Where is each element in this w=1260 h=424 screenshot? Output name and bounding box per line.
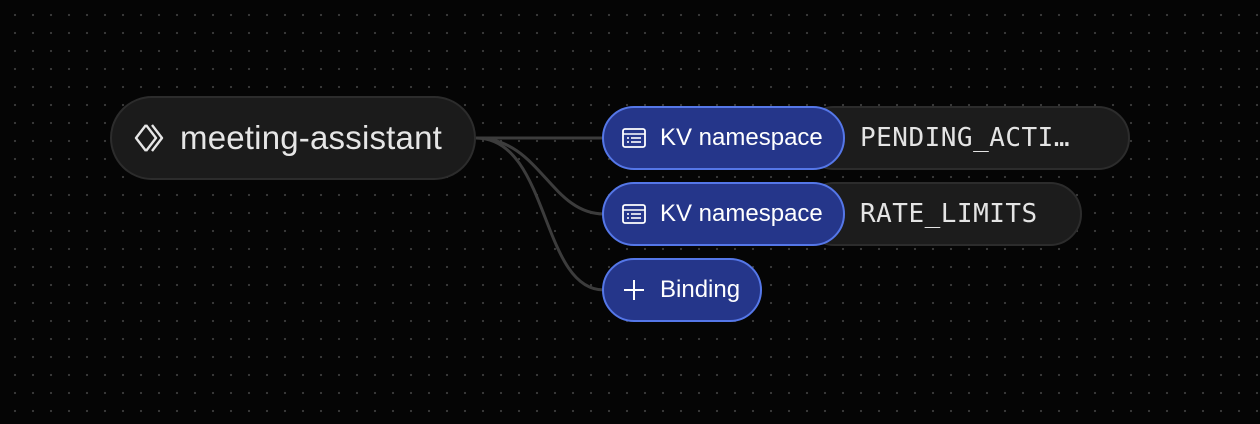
binding-type-pill[interactable]: KV namespace <box>602 182 845 246</box>
binding-name: PENDING_ACTI… <box>860 123 1070 153</box>
binding-row-rate-limits[interactable]: KV namespace RATE_LIMITS <box>602 182 1082 246</box>
binding-name-field[interactable]: PENDING_ACTI… <box>802 106 1130 170</box>
connector-line <box>475 136 605 216</box>
connector-line <box>475 136 605 292</box>
worker-name: meeting-assistant <box>180 119 443 156</box>
binding-type-label: KV namespace <box>660 124 823 151</box>
worker-node[interactable]: meeting-assistant <box>110 96 476 180</box>
binding-row-pending-actions[interactable]: KV namespace PENDING_ACTI… <box>602 106 1130 170</box>
binding-name-field[interactable]: RATE_LIMITS <box>802 182 1082 246</box>
binding-type-label: KV namespace <box>660 200 823 227</box>
plus-icon <box>620 276 648 304</box>
add-binding-label: Binding <box>660 276 741 303</box>
namespace-list-icon <box>620 200 648 228</box>
binding-type-pill[interactable]: KV namespace <box>602 106 845 170</box>
add-binding-row[interactable]: Binding <box>602 258 763 322</box>
code-brackets-icon <box>132 121 166 155</box>
add-binding-button[interactable]: Binding <box>602 258 763 322</box>
binding-name: RATE_LIMITS <box>860 199 1038 229</box>
namespace-list-icon <box>620 124 648 152</box>
